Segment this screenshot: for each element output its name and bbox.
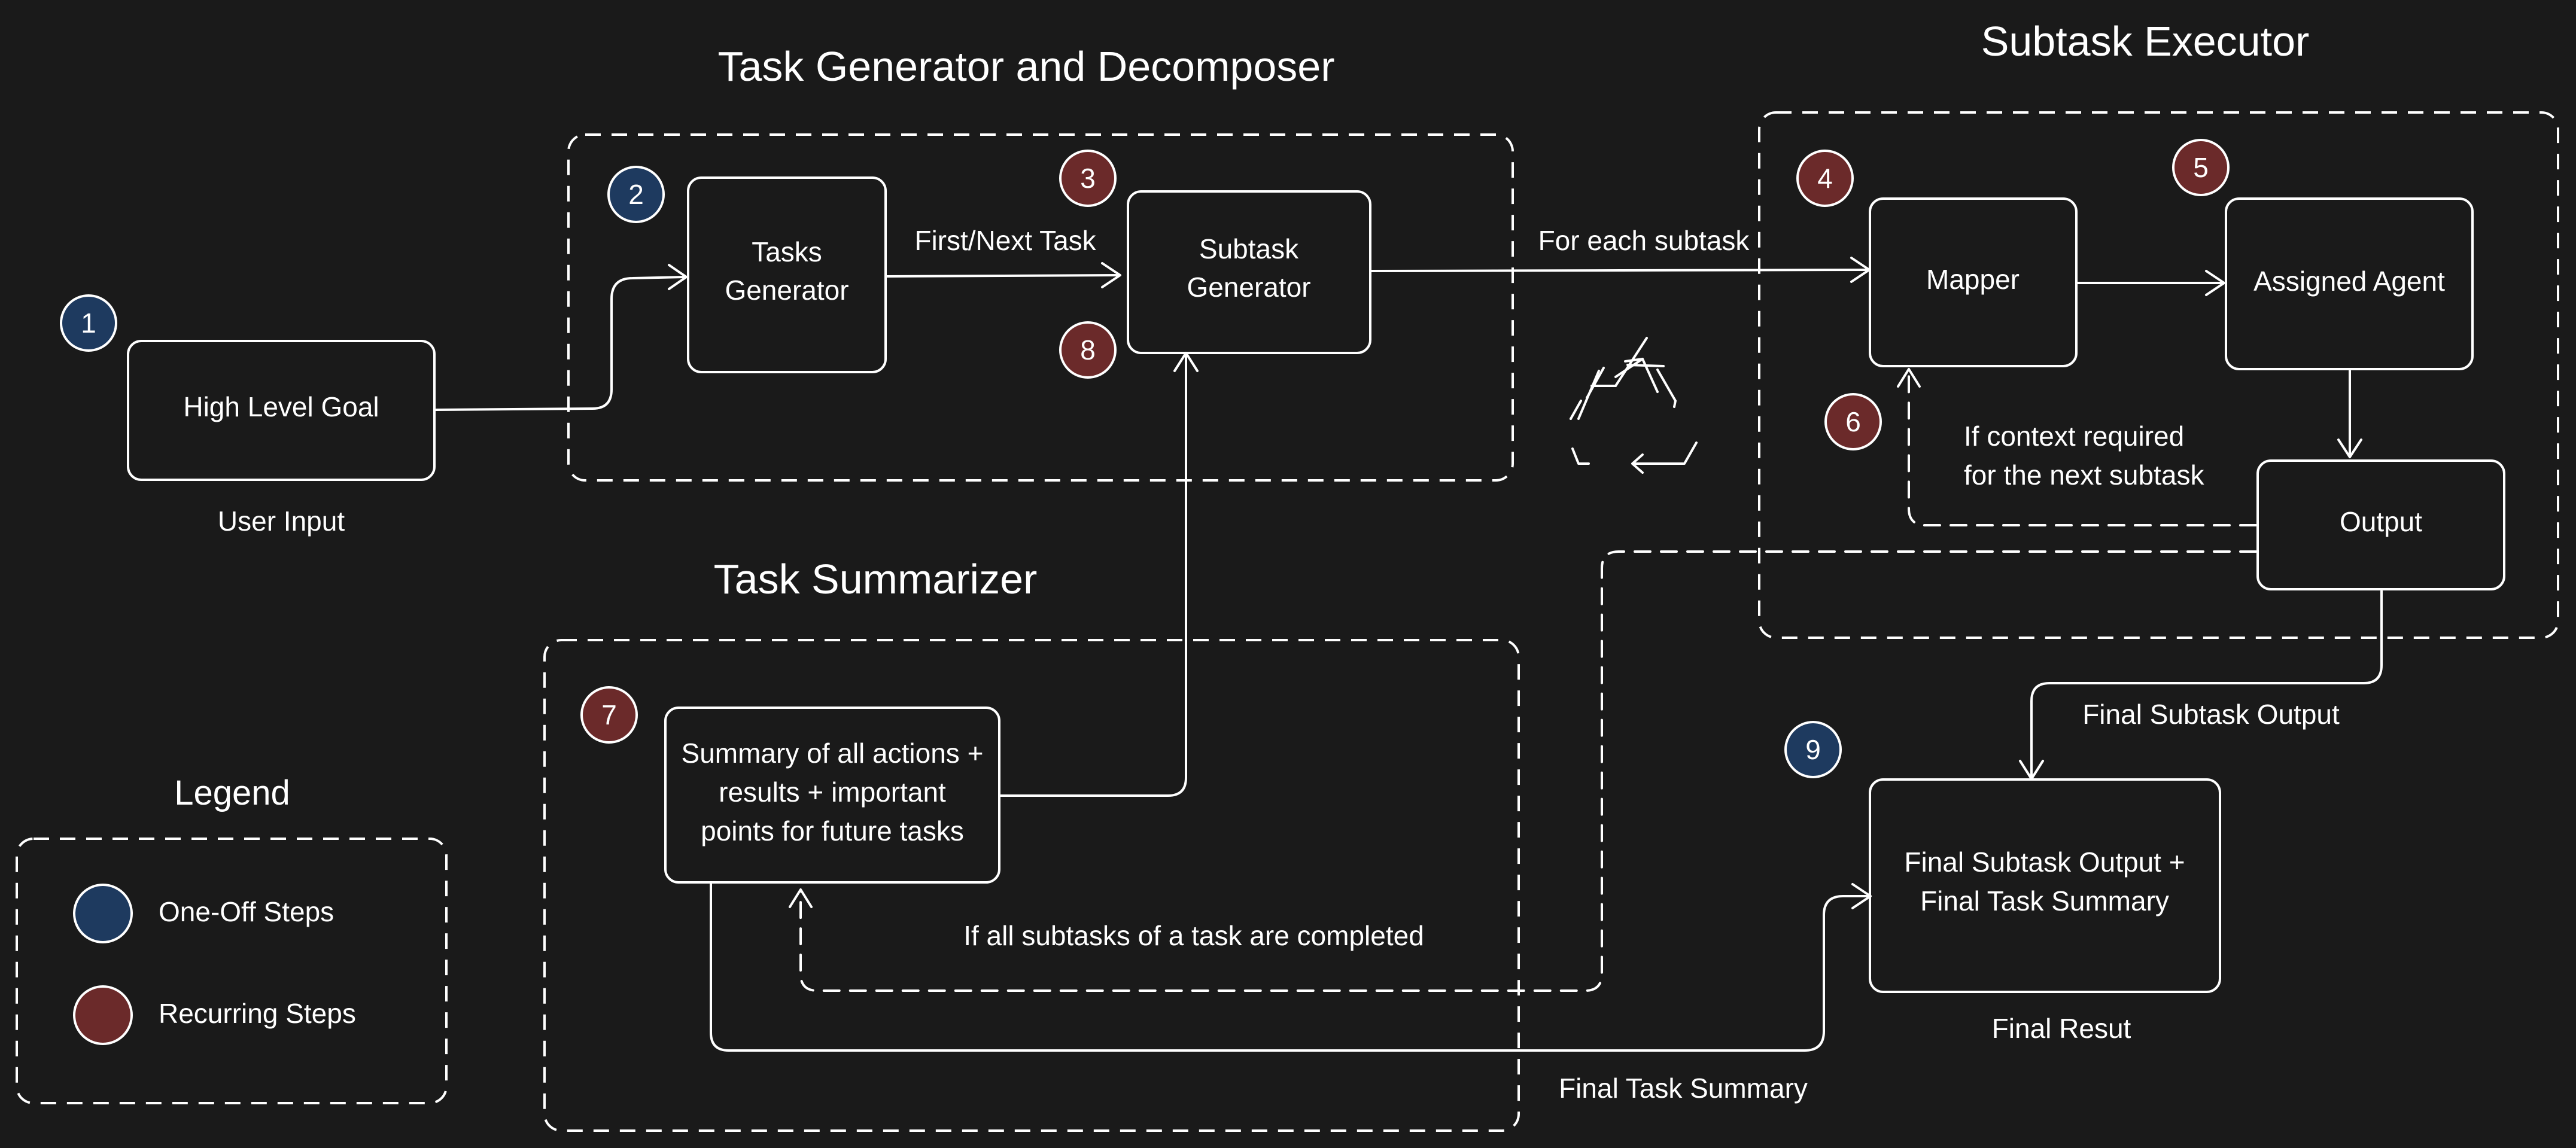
arrowhead-tasks (668, 264, 688, 290)
step-badge-8: 8 (1059, 321, 1117, 379)
mapper-label: Mapper (1926, 264, 2020, 295)
legend-title: Legend (174, 774, 290, 812)
final-result-caption: Final Resut (1992, 1013, 2131, 1044)
legend-one-off-label: One-Off Steps (159, 896, 334, 927)
edge-goal-to-tasks (434, 276, 686, 411)
arrowhead-output (2337, 439, 2362, 458)
all-subtasks-done-label: If all subtasks of a task are completed (963, 920, 1424, 951)
legend-recurring-label: Recurring Steps (159, 998, 356, 1029)
edge-output-to-mapper (1908, 370, 2257, 526)
svg-text:4: 4 (1817, 163, 1833, 194)
mapper-box (1869, 197, 2078, 367)
step-badge-4: 4 (1796, 150, 1854, 207)
svg-text:6: 6 (1845, 406, 1861, 437)
high-level-goal-label: High Level Goal (183, 391, 379, 422)
first-next-task-label: First/Next Task (914, 225, 1096, 256)
arrowhead-summary (789, 888, 813, 908)
final-result-label-1: Final Subtask Output + (1904, 846, 2185, 878)
svg-text:3: 3 (1080, 163, 1096, 194)
arrowhead-context (1897, 368, 1921, 388)
edge-subtask-to-mapper (1369, 269, 1869, 272)
tasks-generator-box (687, 176, 887, 373)
recycle-icon (1570, 337, 1698, 474)
step-badge-9: 9 (1784, 721, 1842, 778)
svg-text:8: 8 (1080, 334, 1096, 366)
svg-text:1: 1 (81, 307, 96, 339)
step-badge-2: 2 (607, 166, 665, 223)
subtask-generator-label-2: Generator (1187, 272, 1310, 303)
subtask-generator-label-1: Subtask (1199, 233, 1299, 264)
user-input-caption: User Input (218, 506, 345, 537)
final-result-label-2: Final Task Summary (1920, 885, 2169, 916)
step-badge-6: 6 (1824, 393, 1882, 450)
output-box (2256, 459, 2505, 590)
edge-summary-to-subtask (998, 353, 1187, 797)
subtask-generator-box (1127, 190, 1371, 354)
final-task-summary-label: Final Task Summary (1559, 1073, 1808, 1104)
high-level-goal-box (127, 340, 436, 481)
assigned-agent-label: Assigned Agent (2253, 266, 2445, 297)
svg-text:5: 5 (2193, 152, 2209, 183)
decomposer-group (567, 133, 1514, 482)
step-badge-1: 1 (60, 294, 117, 352)
final-subtask-output-label: Final Subtask Output (2082, 699, 2340, 730)
summary-label-3: points for future tasks (701, 815, 964, 846)
assigned-agent-box (2225, 197, 2474, 370)
edge-summary-to-final (710, 883, 1871, 1052)
tasks-generator-label-1: Tasks (752, 236, 822, 267)
step-badge-3: 3 (1059, 150, 1117, 207)
summary-label-1: Summary of all actions + (682, 738, 984, 769)
svg-text:2: 2 (628, 179, 644, 210)
arrowhead-subtask (1101, 262, 1121, 288)
output-label: Output (2340, 506, 2422, 537)
context-required-label-2: for the next subtask (1964, 459, 2204, 491)
summary-box (664, 707, 1000, 884)
executor-title: Subtask Executor (1981, 18, 2310, 65)
edge-tasks-to-subtask (886, 274, 1120, 278)
legend-recurring-swatch (73, 985, 133, 1045)
legend-one-off-swatch (73, 884, 133, 943)
step-badge-7: 7 (580, 686, 638, 744)
for-each-subtask-label: For each subtask (1538, 225, 1750, 256)
context-required-label-1: If context required (1964, 421, 2184, 452)
executor-group (1758, 111, 2559, 639)
arrowhead-agent (2205, 270, 2225, 296)
summarizer-title: Task Summarizer (714, 556, 1038, 602)
legend-box (16, 838, 448, 1104)
summarizer-group (543, 639, 1520, 1132)
svg-text:9: 9 (1805, 734, 1821, 765)
svg-text:7: 7 (601, 699, 617, 730)
decomposer-title: Task Generator and Decomposer (717, 43, 1334, 90)
final-result-box (1869, 778, 2221, 993)
tasks-generator-label-2: Generator (725, 275, 848, 306)
edge-output-to-summary (799, 550, 2257, 992)
summary-label-2: results + important (719, 777, 946, 808)
edge-output-to-final (2030, 590, 2383, 779)
step-badge-5: 5 (2172, 139, 2230, 196)
